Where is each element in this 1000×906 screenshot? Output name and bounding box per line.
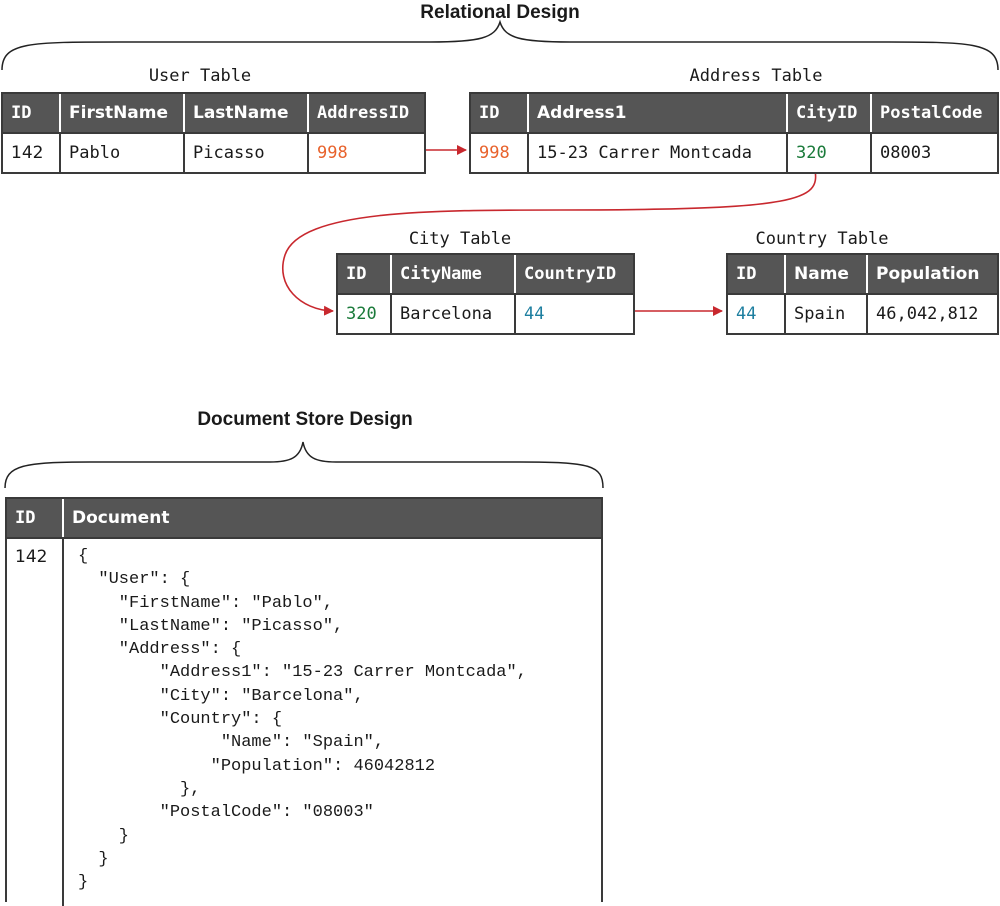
table-cell: 320 bbox=[786, 134, 870, 172]
document-title: Document Store Design bbox=[197, 409, 413, 430]
document-table: ID Document 142 { "User": { "FirstName":… bbox=[5, 497, 603, 906]
header-cell: ID bbox=[7, 499, 64, 537]
table-cell: 998 bbox=[479, 143, 510, 163]
header-cell: ID bbox=[11, 103, 32, 123]
city-table-caption: City Table bbox=[408, 229, 512, 249]
table-cell: 15-23 Carrer Montcada bbox=[527, 134, 786, 172]
table-cell: Picasso bbox=[183, 134, 307, 172]
address-table: ID Address1 CityID PostalCode 998 15-23 … bbox=[469, 92, 999, 174]
document-json: { "User": { "FirstName": "Pablo", "LastN… bbox=[78, 547, 527, 893]
city-table: ID CityName CountryID 320 Barcelona 44 bbox=[336, 253, 635, 335]
arrow-city bbox=[282, 169, 817, 316]
header-cell: CityName bbox=[390, 255, 514, 293]
header-cell: FirstName bbox=[59, 94, 183, 132]
table-cell: 44 bbox=[736, 304, 757, 324]
header-cell: Address1 bbox=[527, 94, 786, 132]
table-cell: 44 bbox=[514, 295, 633, 333]
table-cell: Pablo bbox=[59, 134, 183, 172]
table-cell: 320 bbox=[346, 304, 377, 324]
table-cell: 08003 bbox=[870, 134, 997, 172]
header-cell: LastName bbox=[183, 94, 307, 132]
header-cell: Document bbox=[72, 508, 170, 528]
header-cell: Population bbox=[866, 255, 997, 293]
relational-title: Relational Design bbox=[420, 2, 580, 23]
header-cell: CountryID bbox=[514, 255, 633, 293]
header-cell: AddressID bbox=[307, 94, 424, 132]
header-cell: ID bbox=[346, 264, 367, 284]
header-cell: PostalCode bbox=[870, 94, 997, 132]
header-cell: ID bbox=[479, 103, 500, 123]
header-cell: CityID bbox=[786, 94, 870, 132]
table-cell: 46,042,812 bbox=[866, 295, 997, 333]
document-id: 142 bbox=[7, 539, 64, 906]
country-table-caption: Country Table bbox=[755, 229, 889, 249]
header-cell: ID bbox=[736, 264, 757, 284]
user-table: ID FirstName LastName AddressID 142 Pabl… bbox=[1, 92, 426, 174]
header-cell: Name bbox=[784, 255, 866, 293]
table-cell: Barcelona bbox=[390, 295, 514, 333]
document-brace bbox=[4, 441, 604, 489]
address-table-caption: Address Table bbox=[689, 66, 823, 86]
country-table: ID Name Population 44 Spain 46,042,812 bbox=[726, 253, 999, 335]
user-table-caption: User Table bbox=[148, 66, 252, 86]
table-cell: Spain bbox=[784, 295, 866, 333]
table-cell: 998 bbox=[307, 134, 424, 172]
relational-brace bbox=[1, 19, 999, 71]
table-cell: 142 bbox=[11, 143, 44, 163]
